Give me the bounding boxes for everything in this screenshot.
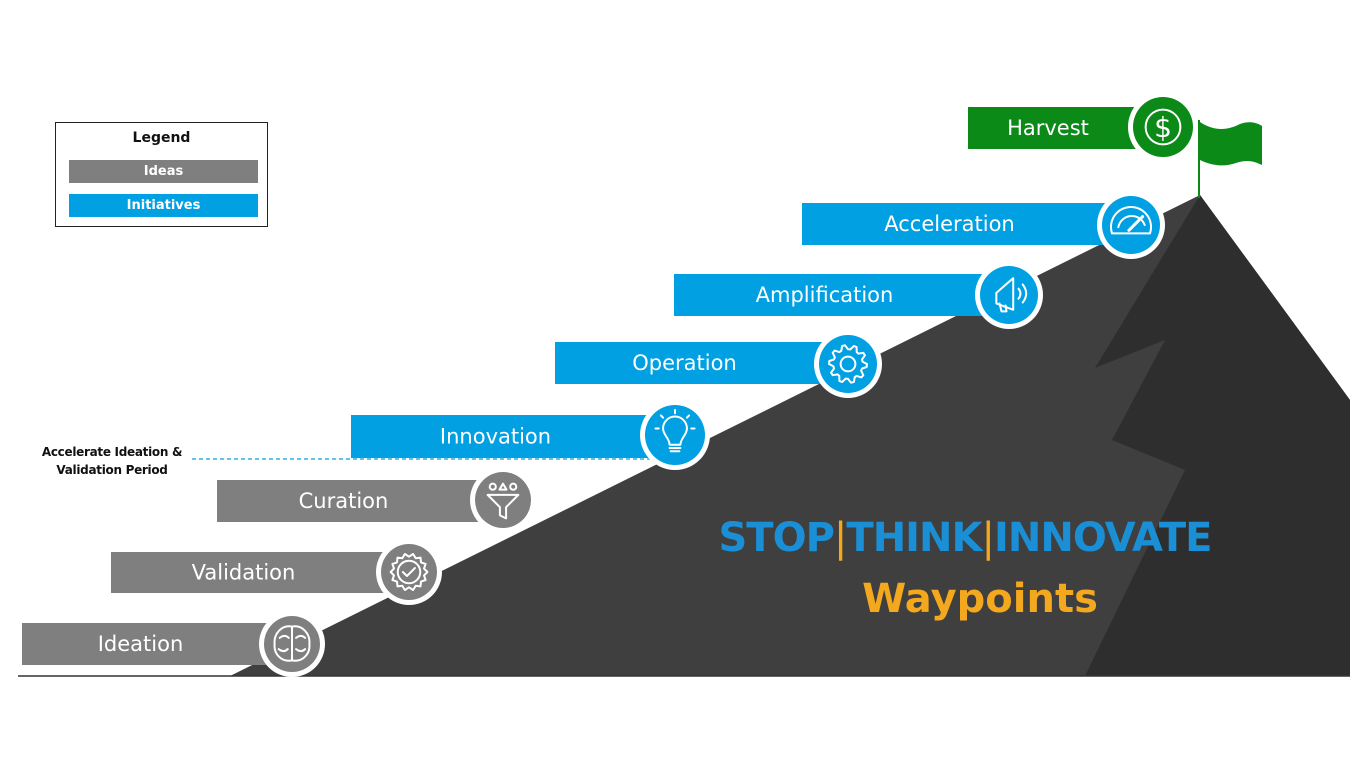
subtitle-waypoints: Waypoints xyxy=(862,576,1098,622)
waypoint-curation-banner xyxy=(217,480,499,522)
brain-icon xyxy=(273,625,311,662)
waypoint-innovation: Innovation xyxy=(351,400,710,470)
waypoint-acceleration: Acceleration xyxy=(802,191,1165,259)
dollar-icon: $ xyxy=(1144,108,1182,146)
legend-initiatives: Initiatives xyxy=(69,194,258,217)
waypoint-curation-icon-badge xyxy=(475,472,531,528)
waypoint-harvest: $ Harvest xyxy=(968,92,1198,162)
waypoint-curation-label: Curation xyxy=(299,489,389,513)
speedometer-icon xyxy=(1109,206,1153,235)
waypoint-amplification-banner xyxy=(674,274,1011,316)
title-separator-1: | xyxy=(833,515,848,561)
waypoint-validation: Validation xyxy=(111,539,442,605)
flag xyxy=(1200,122,1262,166)
waypoint-innovation-label: Innovation xyxy=(440,425,551,449)
waypoint-innovation-icon-badge xyxy=(645,405,705,465)
waypoint-ideation-label: Ideation xyxy=(98,632,184,656)
waypoint-amplification: Amplification xyxy=(674,261,1043,329)
waypoint-validation-label: Validation xyxy=(192,561,296,585)
legend-title: Legend xyxy=(132,130,191,146)
gear-icon xyxy=(828,344,868,384)
waypoint-amplification-label: Amplification xyxy=(756,283,894,307)
mountain xyxy=(230,195,1350,676)
badge-check-icon xyxy=(389,553,429,591)
waypoint-ideation-banner xyxy=(22,623,270,665)
waypoint-acceleration-icon-badge xyxy=(1102,196,1160,254)
title-word-innovate: INNOVATE xyxy=(994,515,1212,561)
waypoint-validation-banner xyxy=(111,552,401,593)
waypoint-operation-banner xyxy=(555,342,849,384)
title-word-think: THINK xyxy=(846,515,982,561)
waypoint-acceleration-label: Acceleration xyxy=(884,212,1015,236)
legend: Legend Ideas Initiatives xyxy=(55,122,268,227)
title-separator-2: | xyxy=(981,515,996,561)
megaphone-icon xyxy=(995,277,1028,313)
note-line-1: Accelerate Ideation & xyxy=(41,445,183,459)
waypoint-harvest-icon-badge xyxy=(1133,97,1193,157)
waypoint-operation-label: Operation xyxy=(632,351,737,375)
funnel-icon xyxy=(486,482,520,520)
legend-ideas: Ideas xyxy=(69,160,258,183)
lightbulb-icon xyxy=(654,409,696,453)
note-line-2: Validation Period xyxy=(56,463,168,477)
waypoint-harvest-label: Harvest xyxy=(1007,116,1089,140)
waypoint-validation-icon-badge xyxy=(381,544,437,600)
main-title: STOP|THINK|INNOVATE xyxy=(660,515,1270,561)
waypoint-ideation: Ideation xyxy=(22,611,325,677)
accelerate-period-note: Accelerate Ideation & Validation Period xyxy=(32,443,192,479)
title-word-stop: STOP xyxy=(718,515,835,561)
svg-text:$: $ xyxy=(1154,111,1172,144)
waypoint-curation: Curation xyxy=(217,467,536,533)
waypoint-innovation-banner xyxy=(351,415,681,458)
waypoint-acceleration-banner xyxy=(802,203,1131,245)
waypoint-operation: Operation xyxy=(555,330,882,398)
waypoint-operation-icon-badge xyxy=(819,335,877,393)
waypoint-amplification-icon-badge xyxy=(980,266,1038,324)
mountain-shadow xyxy=(1085,195,1350,676)
